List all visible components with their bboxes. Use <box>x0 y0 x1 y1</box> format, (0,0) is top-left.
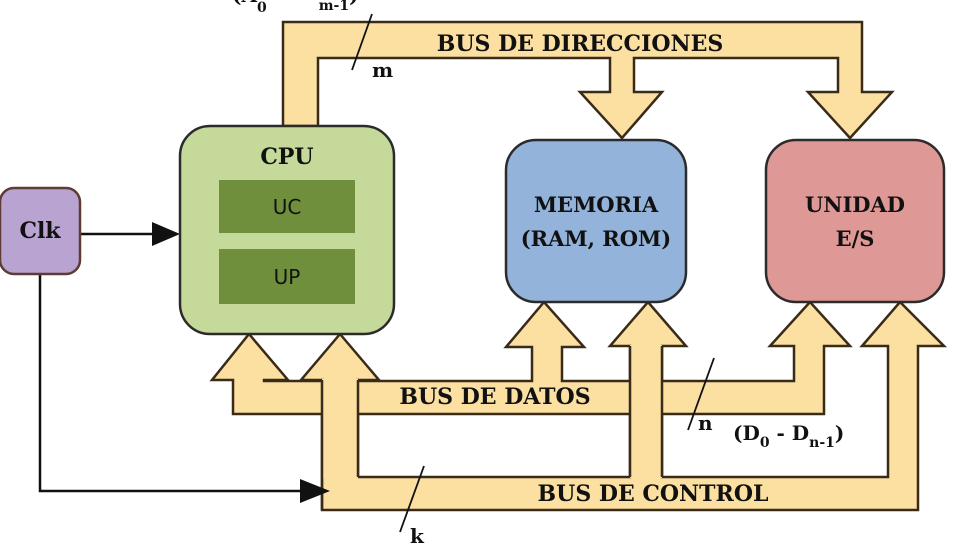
control-bus-label: BUS DE CONTROL <box>538 481 769 507</box>
clk-to-cpu-arrowhead <box>152 222 180 246</box>
clk-to-control-wire <box>38 274 304 493</box>
memory-label-line2: (RAM, ROM) <box>521 226 671 251</box>
address-bus: BUS DE DIRECCIONES m (A0m-1) <box>232 0 895 140</box>
control-bus: BUS DE CONTROL k <box>298 300 948 546</box>
clk-box <box>0 186 82 276</box>
address-bus-body <box>281 20 895 140</box>
cpu-up-label: UP <box>274 265 301 289</box>
cpu-label: CPU <box>260 144 313 170</box>
data-bus-body <box>209 300 853 416</box>
clock-wires <box>38 222 330 503</box>
data-bus-width-label: n <box>698 411 713 435</box>
control-bus-width-label: k <box>410 524 425 546</box>
cpu-uc-box <box>219 180 355 233</box>
data-bus-range: (D0 - Dn-1) <box>733 421 844 451</box>
address-bus-range: (A0m-1) <box>232 0 359 16</box>
address-bus-width-label: m <box>372 58 393 82</box>
data-bus-label: BUS DE DATOS <box>399 384 590 410</box>
clk-label: Clk <box>19 218 61 244</box>
data-bus-width-slash <box>687 357 715 431</box>
cpu-up-box <box>219 249 355 304</box>
cpu-block: CPU UC UP <box>178 124 396 336</box>
control-bus-shaft-memory <box>630 345 662 478</box>
control-bus-shaft-cpu <box>322 379 358 479</box>
memory-box <box>504 138 688 304</box>
control-bus-width-slash <box>399 465 425 533</box>
io-label-line2: E/S <box>836 226 875 251</box>
io-label-line1: UNIDAD <box>805 192 905 217</box>
address-bus-label: BUS DE DIRECCIONES <box>437 31 724 57</box>
clk-to-control-arrowhead <box>300 479 330 503</box>
io-block: UNIDAD E/S <box>764 138 946 304</box>
io-box <box>764 138 946 304</box>
cpu-uc-label: UC <box>273 195 302 219</box>
memory-label-line1: MEMORIA <box>534 192 659 217</box>
clk-block: Clk <box>0 186 82 276</box>
address-bus-width-slash <box>351 13 373 71</box>
memory-block: MEMORIA (RAM, ROM) <box>504 138 688 304</box>
